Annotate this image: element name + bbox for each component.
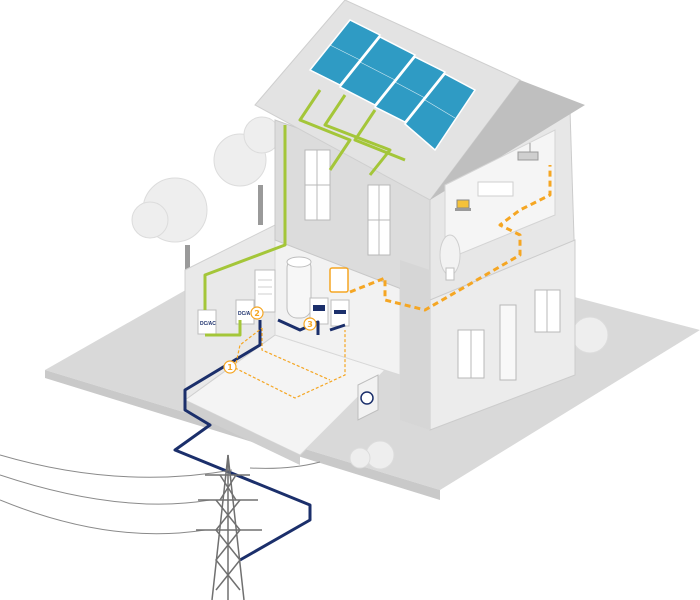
plant-icon [439,234,461,281]
water-tank-icon [286,256,312,319]
data-cable [349,165,552,312]
wallbox-icon [329,267,349,293]
floor-wiring [234,327,346,399]
window-upper-left [304,149,331,221]
roof-right [430,80,585,200]
dc-ac-inverter-1: DC/AC [197,309,217,335]
tree-trunk [185,245,190,275]
sofa [477,181,514,197]
marker-3: 3 [303,317,317,331]
house-front-lower [400,260,430,430]
heat-pump-icon [357,374,379,421]
storage-battery [309,297,350,327]
tree-icon [131,116,609,470]
front-door [499,304,517,381]
power-lines [0,454,321,535]
window-lower-right [457,329,485,379]
inverter-panel [254,269,276,313]
laptop-icon [455,199,471,211]
router-icon [517,143,539,161]
svg-text:1: 1 [227,363,233,372]
svg-text:DC/AC: DC/AC [238,311,254,317]
window-upper-mid [367,184,391,256]
window-lower-far-right [534,289,561,333]
svg-text:2: 2 [254,309,260,318]
marker-2: 2 [250,306,264,320]
floor-front [185,400,300,465]
dc-cable [203,89,406,337]
svg-text:DC/AC: DC/AC [200,321,216,327]
power-pylon-icon [196,454,262,600]
tree-trunk [258,185,263,225]
svg-text:3: 3 [307,320,313,329]
marker-1: 1 [223,360,237,374]
